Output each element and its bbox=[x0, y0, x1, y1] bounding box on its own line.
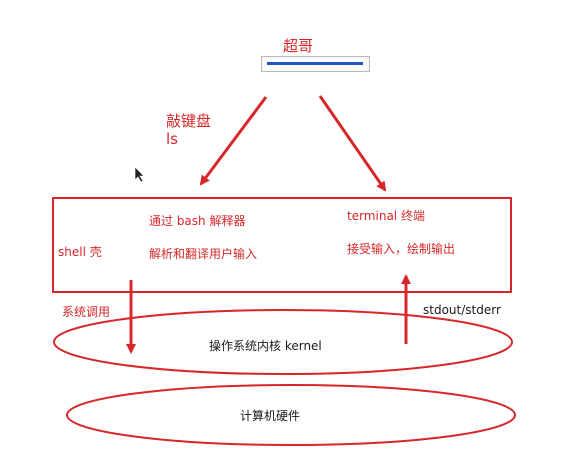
shell-terminal-box bbox=[52, 197, 512, 293]
interpreter-label: 通过 bash 解释器 bbox=[149, 214, 246, 228]
kernel-label: 操作系统内核 kernel bbox=[209, 339, 322, 353]
command-label: ls bbox=[166, 130, 178, 148]
user-label: 超哥 bbox=[283, 37, 314, 55]
arrow-user-to-shell bbox=[199, 96, 268, 186]
keyboard-label: 敲键盘 bbox=[166, 112, 212, 130]
arrow-user-to-terminal bbox=[318, 95, 387, 192]
user-box bbox=[261, 56, 370, 72]
hardware-label: 计算机硬件 bbox=[240, 409, 301, 423]
terminal-io-label: 接受输入，绘制输出 bbox=[347, 242, 456, 256]
cursor-icon bbox=[134, 166, 145, 183]
stdio-label: stdout/stderr bbox=[423, 303, 501, 317]
syscall-label: 系统调用 bbox=[62, 305, 111, 319]
kernel-ellipse bbox=[53, 309, 513, 375]
shell-label: shell 壳 bbox=[58, 245, 102, 259]
hardware-ellipse bbox=[66, 384, 516, 446]
terminal-label: terminal 终端 bbox=[347, 209, 425, 223]
parse-label: 解析和翻译用户输入 bbox=[149, 247, 258, 261]
user-underline bbox=[267, 62, 363, 65]
